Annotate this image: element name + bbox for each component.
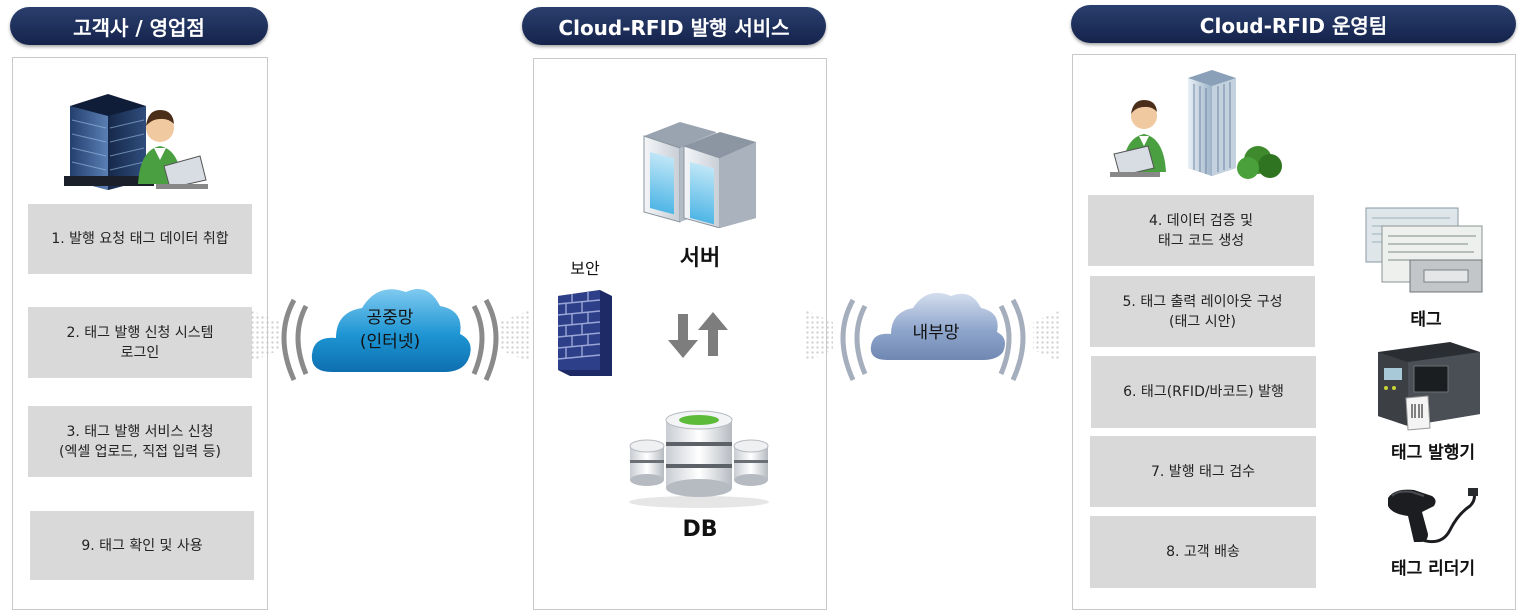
database-icon [629,410,769,508]
public-network-cloud [250,289,530,382]
tag-icon [1365,207,1483,293]
internal-network-cloud [805,292,1061,382]
db-label: DB [682,517,718,542]
ops-step-8: 8. 고객 배송 [1090,516,1316,588]
customer-step-9: 9. 태그 확인 및 사용 [30,511,254,580]
customer-step-3: 3. 태그 발행 서비스 신청(엑셀 업로드, 직접 입력 등) [28,406,252,477]
server-label: 서버 [679,246,721,271]
firewall-icon [557,290,612,376]
up-down-arrows-icon [668,312,728,358]
service-header: Cloud-RFID 발행 서비스 [522,7,826,45]
tag-printer-label: 태그 발행기 [1390,443,1476,463]
security-label: 보안 [570,259,600,278]
customer-header: 고객사 / 영업점 [10,7,268,45]
office-user-icon [64,94,208,190]
tag-printer-icon [1378,342,1480,431]
customer-step-1: 1. 발행 요청 태그 데이터 취합 [28,204,252,274]
ops-step-5: 5. 태그 출력 레이아웃 구성(태그 시안) [1090,276,1315,347]
ops-step-7: 7. 발행 태그 검수 [1090,436,1316,507]
server-icon [643,122,756,228]
public-network-label: 공중망 (인터넷) [359,308,421,352]
operations-team-icon [1110,70,1282,179]
ops-step-6: 6. 태그(RFID/바코드) 발행 [1091,356,1316,428]
tag-reader-label: 태그 리더기 [1390,559,1476,579]
tag-reader-icon [1388,488,1478,544]
operations-header: Cloud-RFID 운영팀 [1071,5,1516,43]
tag-label: 태그 [1410,310,1442,330]
internal-network-label: 내부망 [912,323,960,343]
